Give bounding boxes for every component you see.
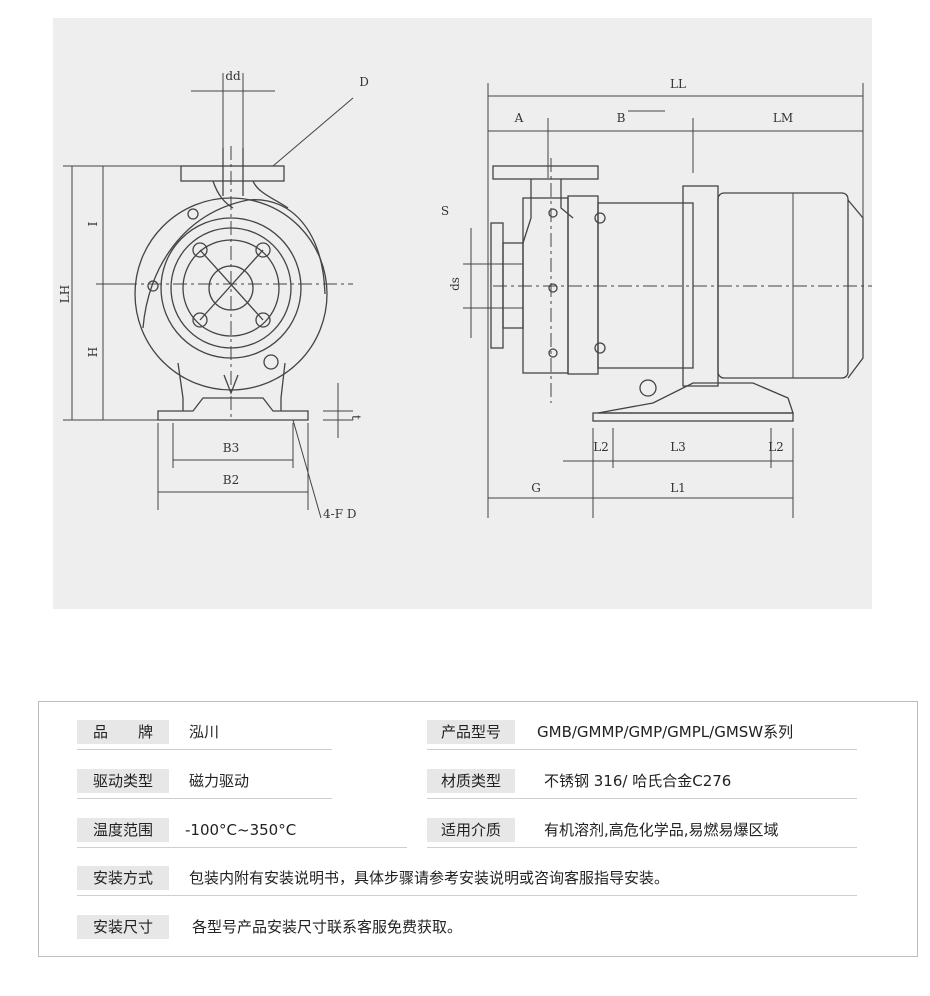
spec-row-install-size: 安装尺寸 各型号产品安装尺寸联系客服免费获取。	[39, 911, 919, 945]
model-label: 产品型号	[427, 720, 515, 744]
material-label: 材质类型	[427, 769, 515, 793]
dim-label-H: H	[86, 347, 100, 357]
brand-label: 品 牌	[77, 720, 169, 744]
spec-row-drive-material: 驱动类型 磁力驱动 材质类型 不锈钢 316/ 哈氏合金C276	[39, 765, 919, 799]
dim-label-dd: dd	[225, 69, 241, 83]
install-value: 包装内附有安装说明书，具体步骤请参考安装说明或咨询客服指导安装。	[189, 869, 670, 887]
dim-label-ds: ds	[448, 277, 462, 291]
drive-value: 磁力驱动	[189, 772, 250, 790]
front-view	[63, 73, 354, 519]
dim-label-S: S	[441, 204, 449, 218]
dim-label-A: A	[514, 111, 524, 125]
dim-label-LM: LM	[773, 111, 793, 125]
model-value: GMB/GMMP/GMP/GMPL/GMSW系列	[537, 723, 794, 741]
divider	[77, 847, 407, 848]
spec-row-temp-medium: 温度范围 -100°C~350°C 适用介质 有机溶剂,高危化学品,易燃易爆区域	[39, 814, 919, 848]
divider	[427, 749, 857, 750]
material-value: 不锈钢 316/ 哈氏合金C276	[544, 772, 732, 790]
medium-label: 适用介质	[427, 818, 515, 842]
dim-label-L3: L3	[670, 440, 686, 454]
medium-value: 有机溶剂,高危化学品,易燃易爆区域	[544, 821, 779, 839]
divider	[427, 798, 857, 799]
technical-drawing-panel: dd D LH I H B3 B2 t 4-F D LL A B LM S ds…	[53, 18, 872, 609]
dim-label-LL: LL	[670, 77, 686, 91]
dim-label-B2: B2	[223, 473, 239, 487]
divider	[77, 749, 332, 750]
size-label: 安装尺寸	[77, 915, 169, 939]
dim-label-4fd: 4-F D	[323, 507, 356, 521]
dim-label-B: B	[617, 111, 626, 125]
divider	[427, 847, 857, 848]
pump-dimension-drawing: dd D LH I H B3 B2 t 4-F D LL A B LM S ds…	[58, 69, 872, 521]
dim-label-L2-right: L2	[768, 440, 784, 454]
dim-label-B3: B3	[223, 441, 239, 455]
side-view	[463, 83, 872, 518]
brand-value: 泓川	[189, 723, 220, 741]
divider	[77, 895, 857, 896]
dim-label-I: I	[86, 221, 100, 226]
size-value: 各型号产品安装尺寸联系客服免费获取。	[192, 918, 463, 936]
temp-label: 温度范围	[77, 818, 169, 842]
temp-value: -100°C~350°C	[185, 821, 297, 839]
drive-label: 驱动类型	[77, 769, 169, 793]
divider	[77, 798, 332, 799]
dim-label-t: t	[349, 415, 363, 420]
spec-row-install-method: 安装方式 包装内附有安装说明书，具体步骤请参考安装说明或咨询客服指导安装。	[39, 862, 919, 896]
dim-label-G: G	[531, 481, 541, 495]
dim-label-D: D	[359, 75, 369, 89]
spec-table: 品 牌 泓川 产品型号 GMB/GMMP/GMP/GMPL/GMSW系列 驱动类…	[38, 701, 918, 957]
dim-label-L2-left: L2	[593, 440, 609, 454]
dim-label-L1: L1	[670, 481, 686, 495]
spec-row-brand-model: 品 牌 泓川 产品型号 GMB/GMMP/GMP/GMPL/GMSW系列	[39, 716, 919, 750]
dim-label-LH: LH	[58, 285, 72, 303]
install-label: 安装方式	[77, 866, 169, 890]
